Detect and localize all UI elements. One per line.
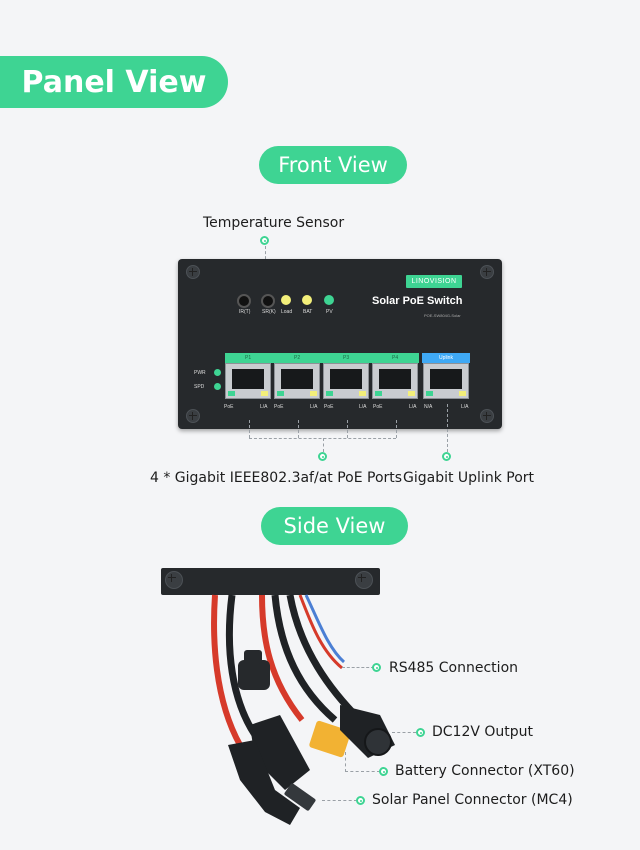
load-led-icon: [281, 295, 291, 305]
rs485-blue-wire: [304, 594, 346, 664]
poe-leader: [396, 420, 397, 438]
side-view-title: Side View: [261, 507, 408, 545]
battery-leader: [345, 771, 380, 772]
solar-dot: [356, 796, 365, 805]
fuse-cap: [244, 650, 262, 664]
black-cable: [271, 594, 338, 723]
dc12v-label: DC12V Output: [432, 724, 534, 740]
fuse-holder: [238, 660, 270, 690]
uplink-leader: [447, 404, 448, 452]
solar-leader: [322, 800, 357, 801]
poe-leader: [298, 420, 299, 438]
spd-led-icon: [214, 383, 221, 390]
port-label: P1: [245, 355, 252, 361]
battery-dot: [379, 767, 388, 776]
front-panel-device: LINOVISION Solar PoE Switch POE-SW804G-S…: [178, 259, 502, 429]
rs485-label: RS485 Connection: [389, 660, 519, 676]
port-led-label: PoE: [274, 404, 284, 410]
poe-leader: [323, 438, 324, 452]
poe-port-header: [225, 353, 419, 363]
temperature-sensor-label: Temperature Sensor: [203, 215, 345, 231]
poe-port-4: [372, 363, 418, 399]
model-name: Solar PoE Switch: [372, 295, 463, 307]
screw-icon: [480, 409, 494, 423]
panel-view-title: Panel View: [0, 56, 228, 108]
bat-led-icon: [302, 295, 312, 305]
pwr-led-icon: [214, 369, 221, 376]
port-led-label: PoE: [373, 404, 383, 410]
rs485-red-wire: [298, 594, 343, 670]
red-cable: [259, 594, 305, 722]
battery-label: Battery Connector (XT60): [395, 763, 575, 779]
port-label: P4: [392, 355, 399, 361]
indicator-label: SR(K): [262, 309, 276, 315]
indicator-label: PV: [326, 309, 333, 315]
brand-logo: LINOVISION: [406, 275, 462, 288]
port-label: P2: [294, 355, 301, 361]
screw-icon: [186, 409, 200, 423]
pwr-label: PWR: [194, 370, 206, 376]
poe-port-1: [225, 363, 271, 399]
port-label: P3: [343, 355, 350, 361]
mc4-connector: [228, 740, 300, 825]
port-led-label: L/A: [310, 404, 318, 410]
side-panel-device: [161, 568, 380, 595]
uplink-label: Gigabit Uplink Port: [403, 470, 535, 486]
mc4-tip: [284, 783, 316, 811]
indicator-label: BAT: [303, 309, 313, 315]
battery-leader: [345, 752, 346, 772]
pv-led-icon: [324, 295, 334, 305]
uplink-port-header: Uplink: [422, 353, 470, 363]
dc12v-dot: [416, 728, 425, 737]
poe-ports-label: 4 * Gigabit IEEE802.3af/at PoE Ports: [150, 470, 403, 486]
poe-leader: [249, 420, 250, 438]
solar-label: Solar Panel Connector (MC4): [372, 792, 573, 808]
poe-port-2: [274, 363, 320, 399]
uplink-port: [423, 363, 469, 399]
ir-sensor-icon: [237, 294, 251, 308]
screw-icon: [165, 571, 183, 589]
dc12v-plug: [364, 728, 392, 756]
port-led-label: L/A: [461, 404, 469, 410]
indicator-label: Load: [281, 309, 293, 315]
port-led-label: N/A: [424, 404, 433, 410]
front-view-title: Front View: [259, 146, 407, 184]
red-cable: [211, 594, 243, 747]
poe-ports-dot: [318, 452, 327, 461]
black-cable: [286, 594, 363, 723]
screw-icon: [355, 571, 373, 589]
mc4-connector: [250, 715, 310, 790]
poe-port-3: [323, 363, 369, 399]
indicator-label: IR(T): [239, 309, 251, 315]
screw-icon: [186, 265, 200, 279]
rs485-dot: [372, 663, 381, 672]
temperature-sensor-icon: [261, 294, 275, 308]
spd-label: SPD: [194, 384, 205, 390]
dc12v-leader: [392, 732, 416, 733]
screw-icon: [480, 265, 494, 279]
black-cable: [225, 594, 258, 737]
rs485-leader: [342, 667, 374, 668]
poe-leader: [347, 420, 348, 438]
port-led-label: L/A: [260, 404, 268, 410]
port-led-label: L/A: [359, 404, 367, 410]
port-led-label: PoE: [224, 404, 234, 410]
uplink-dot: [442, 452, 451, 461]
model-number: POE-SW804G-Solar: [424, 313, 461, 318]
port-led-label: L/A: [409, 404, 417, 410]
temperature-sensor-dot: [260, 236, 269, 245]
poe-leader: [249, 438, 396, 439]
port-led-label: PoE: [324, 404, 334, 410]
